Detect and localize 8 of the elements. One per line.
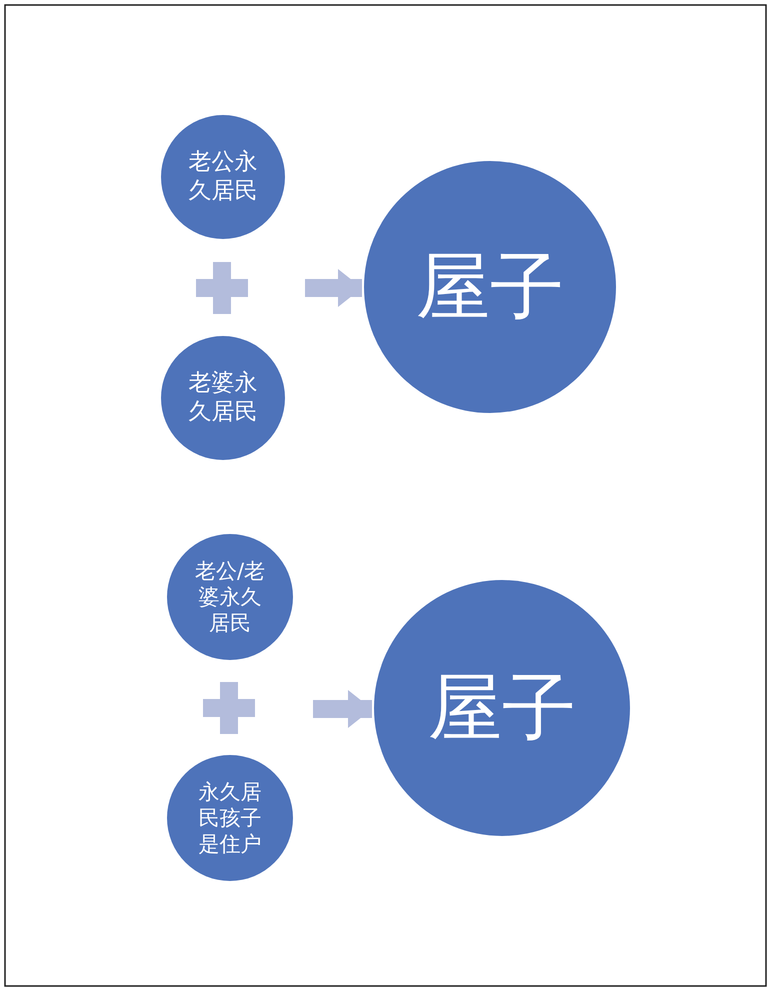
node-label: 老婆永久居民 bbox=[188, 369, 258, 427]
arrow bbox=[313, 690, 372, 728]
node-label: 老公永久居民 bbox=[188, 148, 258, 206]
node-label: 屋子 bbox=[416, 242, 564, 332]
node-label: 永久居民孩子是住户 bbox=[198, 778, 262, 858]
node-label: 老公/老婆永久居民 bbox=[194, 558, 266, 636]
node-label: 屋子 bbox=[428, 664, 576, 753]
arrow bbox=[305, 269, 362, 307]
